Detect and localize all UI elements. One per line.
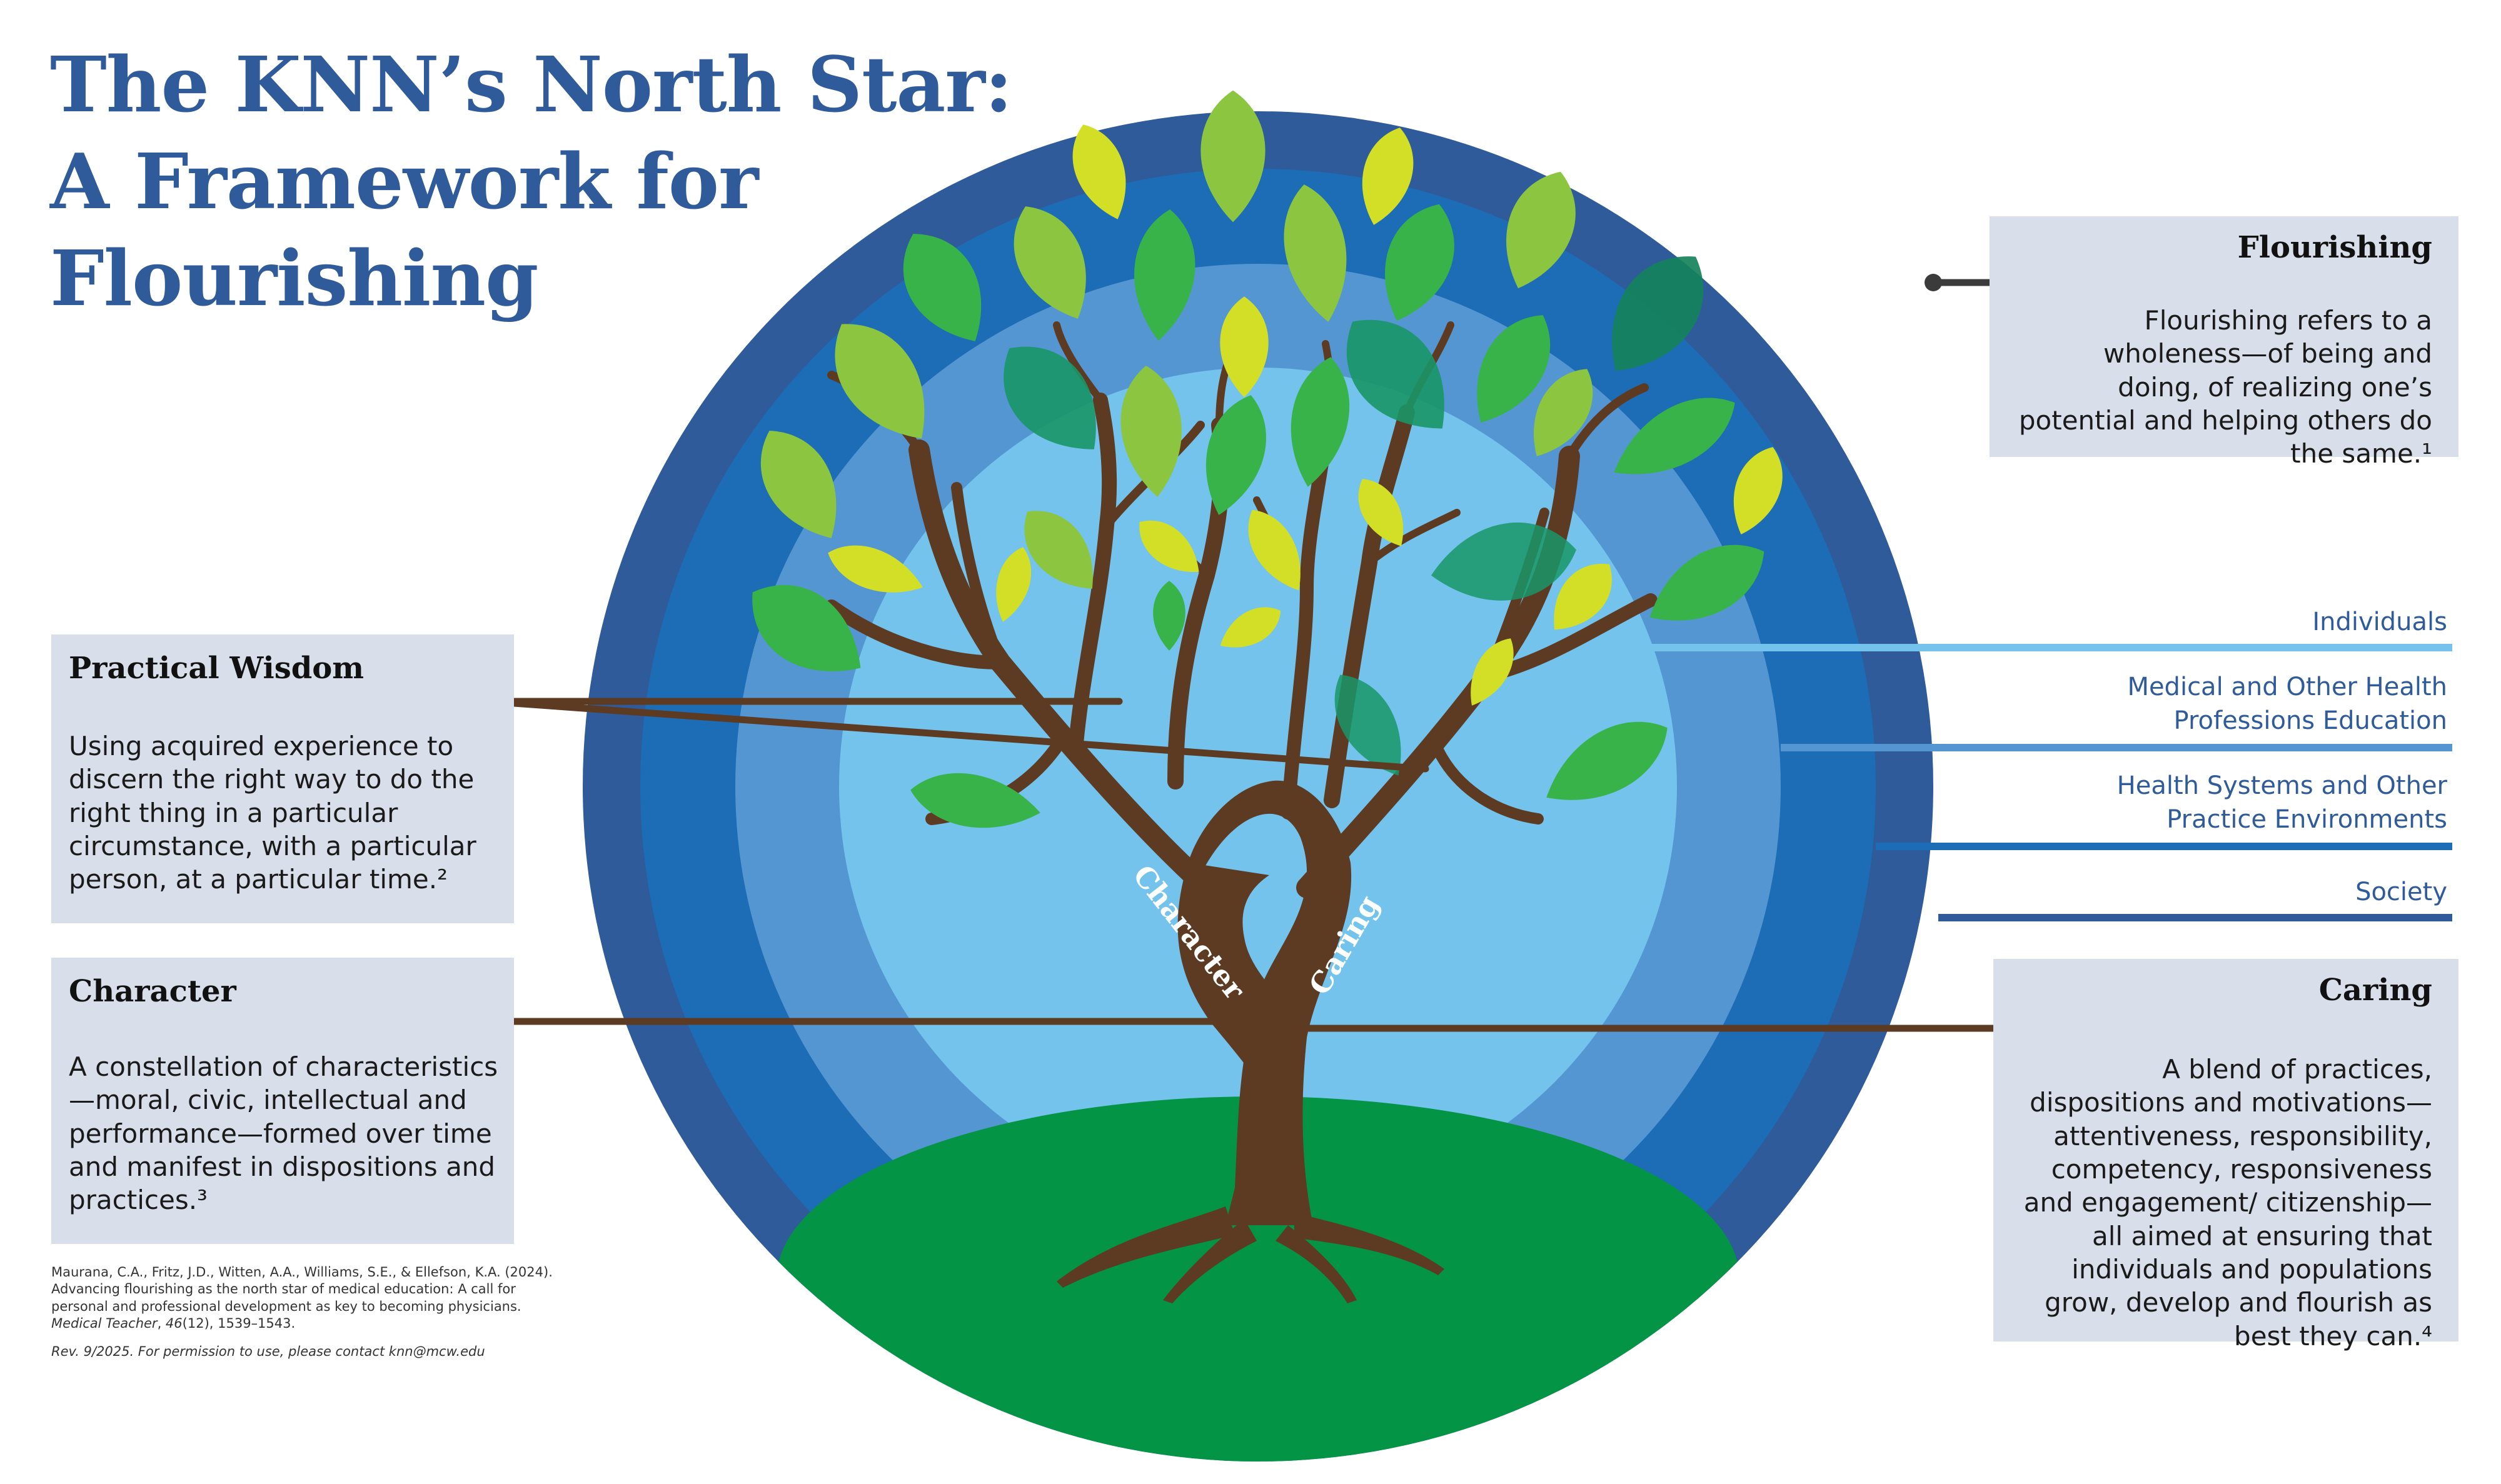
title-line-2: A Framework for xyxy=(50,136,758,226)
layer-label-line: Medical and Other Health xyxy=(2127,673,2447,701)
flourishing-text: Flourishing refers to a wholeness—of bei… xyxy=(2018,305,2432,469)
caring-heading: Caring xyxy=(2318,973,2432,1008)
ground xyxy=(777,1096,1739,1461)
title-line-1: The KNN’s North Star: xyxy=(50,39,1013,129)
layer-label-line: Individuals xyxy=(2312,608,2447,636)
title-line-3: Flourishing xyxy=(50,233,538,323)
citation-volume: 46 xyxy=(165,1315,183,1331)
layer-label-line: Practice Environments xyxy=(2166,805,2447,835)
citation-line-2: Advancing flourishing as the north star … xyxy=(51,1281,516,1297)
layer-label-individuals: Individuals xyxy=(2312,605,2447,639)
flourishing-box: Flourishing Flourishing refers to a whol… xyxy=(1990,216,2458,469)
character-text: A constellation of characteristics —mora… xyxy=(69,1051,498,1216)
layer-label-education: Medical and Other Health Professions Edu… xyxy=(2127,670,2447,738)
citation: Maurana, C.A., Fritz, J.D., Witten, A.A.… xyxy=(51,1264,601,1360)
practical-wisdom-text: Using acquired experience to discern the… xyxy=(69,731,476,895)
citation-journal: Medical Teacher xyxy=(51,1315,158,1331)
layer-label-society: Society xyxy=(2355,875,2447,909)
layer-lines xyxy=(1651,644,2452,921)
citation-rest: (12), 1539–1543. xyxy=(182,1315,296,1331)
citation-line-1: Maurana, C.A., Fritz, J.D., Witten, A.A.… xyxy=(51,1265,553,1280)
trunk xyxy=(1057,780,1444,1303)
revision-note: Rev. 9/2025. For permission to use, plea… xyxy=(51,1344,485,1360)
character-heading: Character xyxy=(69,974,236,1009)
caring-text: A blend of practices, dispositions and m… xyxy=(2023,1054,2432,1351)
flourishing-heading: Flourishing xyxy=(2237,230,2432,265)
layer-label-line: Society xyxy=(2355,878,2447,906)
citation-line-4: Medical Teacher, 46(12), 1539–1543. xyxy=(51,1315,296,1331)
caring-box: Caring A blend of practices, disposition… xyxy=(1993,959,2458,1351)
layer-label-line: Professions Education xyxy=(2173,706,2447,736)
page-title: The KNN’s North Star: A Framework for Fl… xyxy=(50,36,1013,327)
character-box: Character A constellation of characteris… xyxy=(51,958,514,1244)
practical-wisdom-box: Practical Wisdom Using acquired experien… xyxy=(51,634,514,923)
layer-label-line: Health Systems and Other xyxy=(2116,771,2447,800)
practical-wisdom-connector-branch-b xyxy=(484,698,1429,773)
citation-line-3: personal and professional development as… xyxy=(51,1298,521,1314)
practical-wisdom-heading: Practical Wisdom xyxy=(69,651,365,686)
layer-label-health-systems: Health Systems and Other Practice Enviro… xyxy=(2117,769,2447,837)
